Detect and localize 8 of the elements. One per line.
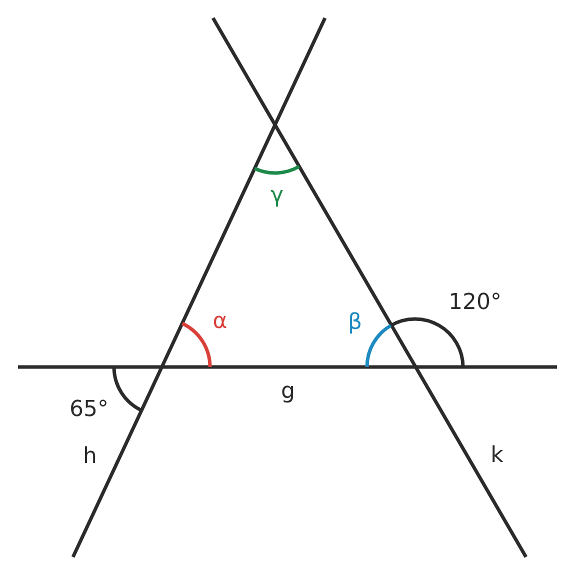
angle-label: 65° — [70, 398, 108, 422]
angle-label: β — [348, 311, 362, 335]
angle-label: 120° — [448, 291, 502, 315]
angle-label: α — [212, 310, 228, 334]
angle-label: γ — [270, 184, 284, 208]
line-label: h — [83, 445, 97, 469]
line-label: g — [281, 380, 295, 404]
line-label: k — [490, 444, 504, 468]
